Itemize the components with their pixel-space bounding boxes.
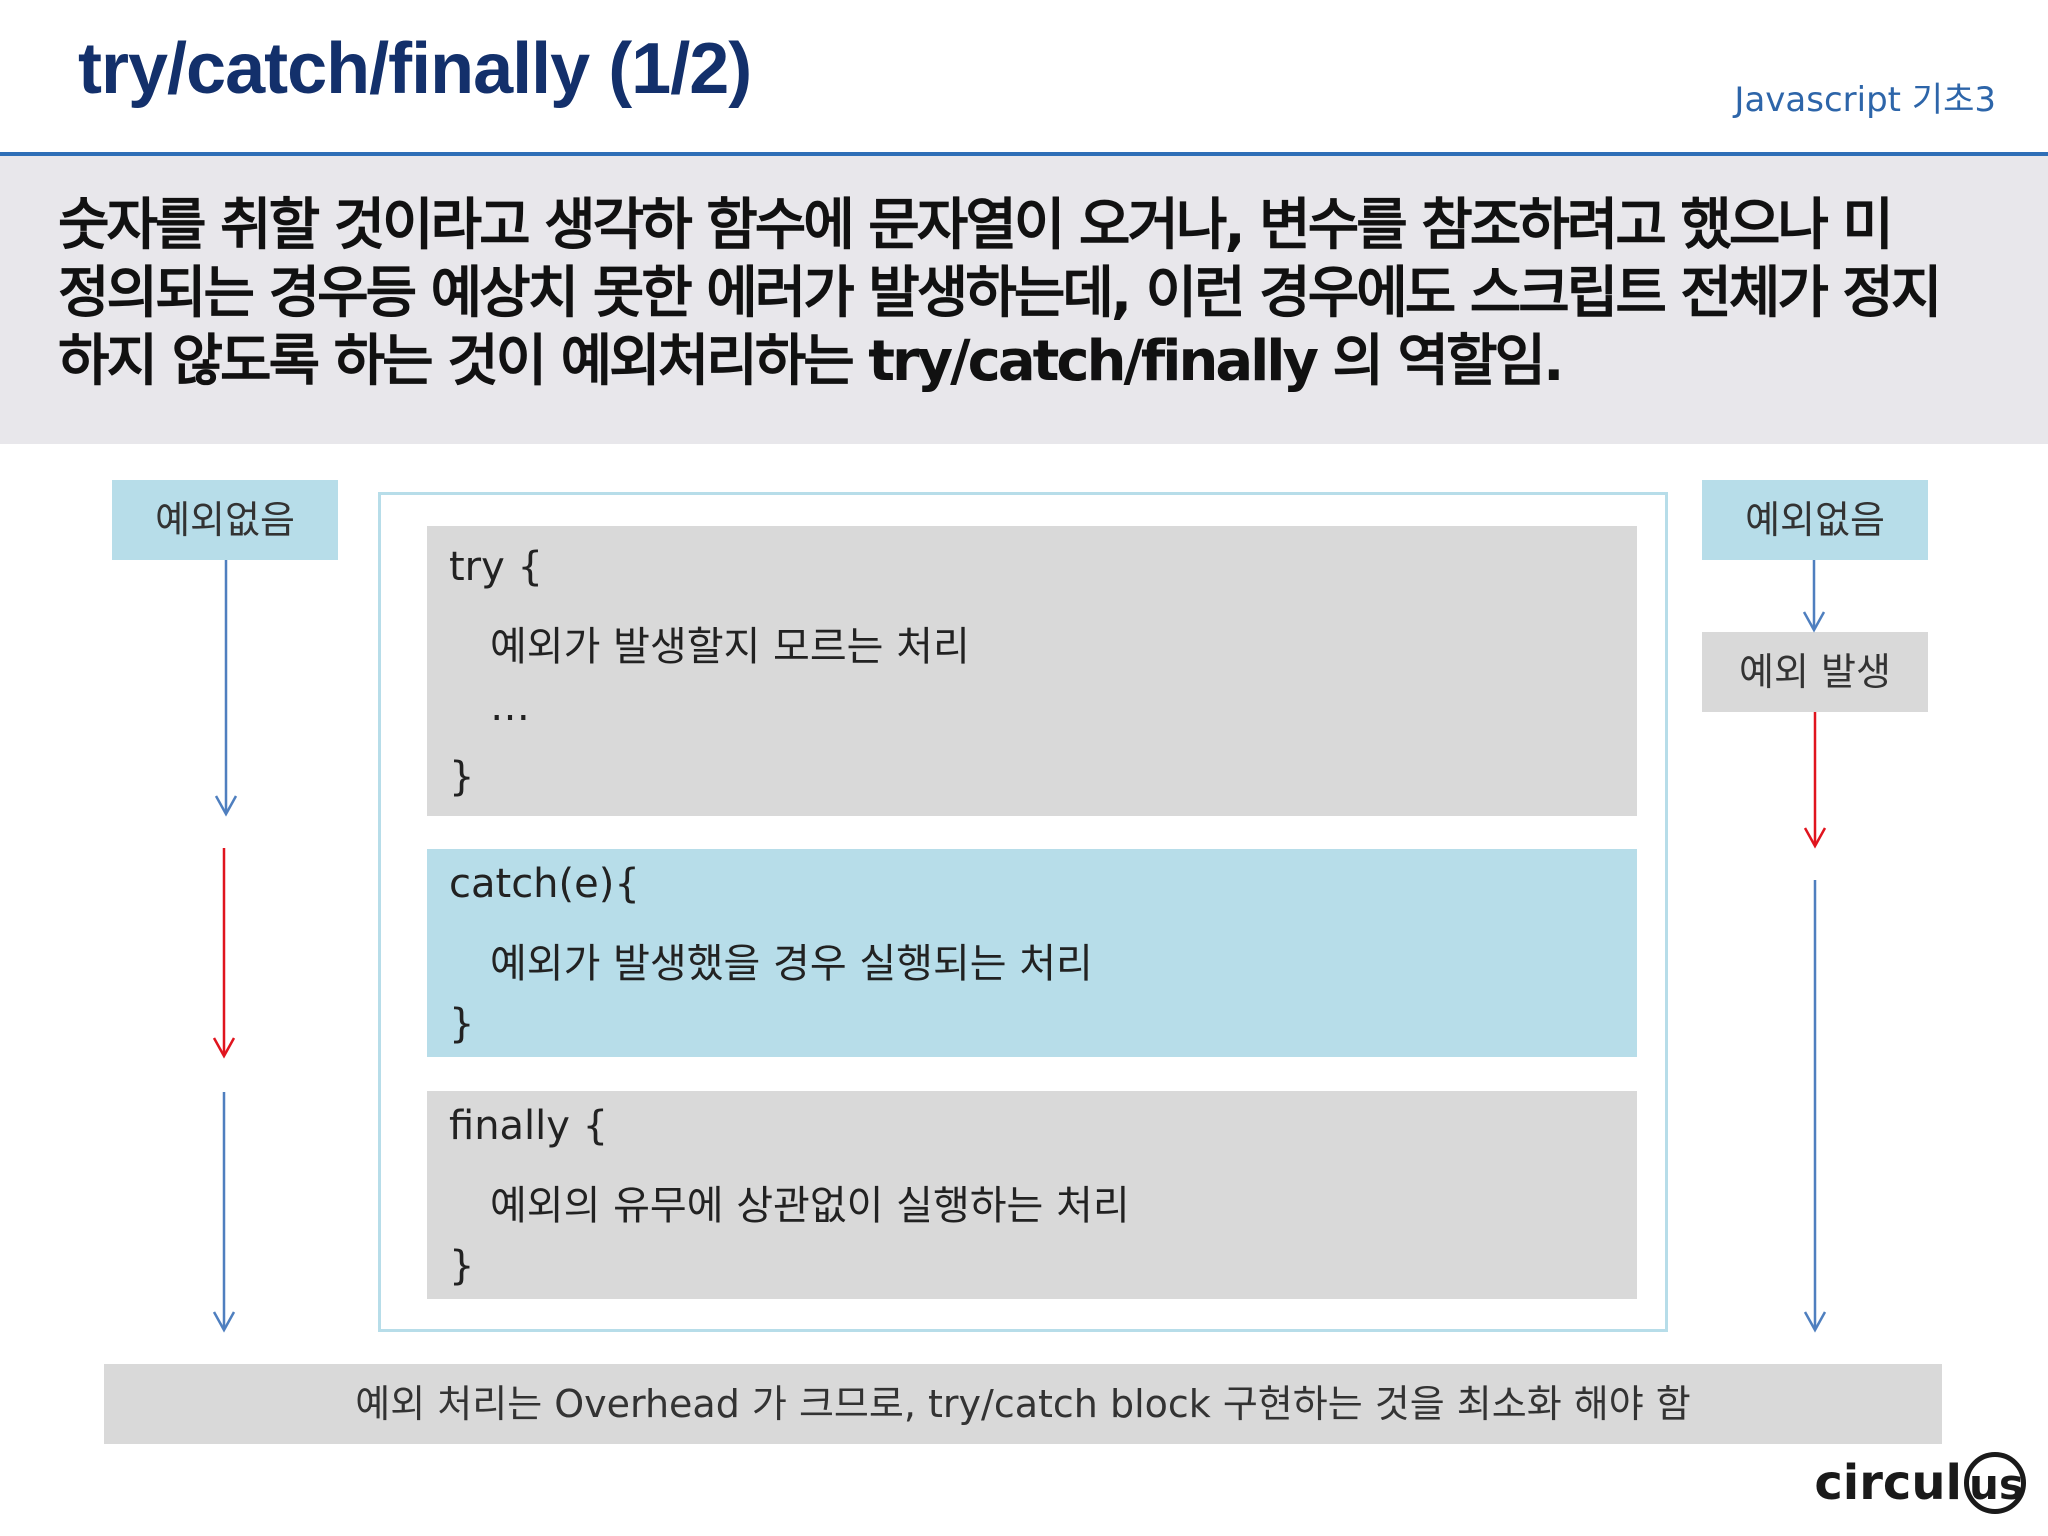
summary-line-1: 숫자를 취할 것이라고 생각하 함수에 문자열이 오거나, 변수를 참조하려고 … [58,193,1894,258]
summary-banner [0,156,2048,444]
deck-subtitle: Javascript 기초3 [1734,80,1996,120]
left-arrow-catch [212,848,236,1059]
summary-text: 숫자를 취할 것이라고 생각하 함수에 문자열이 오거나, 변수를 참조하려고 … [58,192,2008,396]
catch-close: } [449,1001,475,1047]
try-ellipsis: … [490,684,530,730]
right-arrow-finally [1803,880,1827,1333]
finally-body: 예외의 유무에 상관없이 실행하는 처리 [490,1183,1130,1229]
try-body: 예외가 발생할지 모르는 처리 [490,624,970,670]
page-title: try/catch/finally (1/2) [78,29,752,109]
catch-block: catch(e){ 예외가 발생했을 경우 실행되는 처리 } [427,849,1637,1057]
summary-line-2: 정의되는 경우등 예상치 못한 에러가 발생하는데, 이런 경우에도 스크립트 … [58,261,1942,326]
left-no-exception-label: 예외없음 [112,480,338,560]
code-frame [378,492,1668,1332]
finally-close: } [449,1243,475,1289]
try-block: try { 예외가 발생할지 모르는 처리 … } [427,526,1637,816]
logo-circle-text: us [1964,1452,2026,1514]
finally-block: finally { 예외의 유무에 상관없이 실행하는 처리 } [427,1091,1637,1299]
logo-text: circul [1814,1455,1962,1511]
right-no-exception-label: 예외없음 [1702,480,1928,560]
right-arrow-catch [1803,712,1827,849]
left-arrow-finally [212,1092,236,1333]
try-open: try { [449,544,543,590]
catch-body: 예외가 발생했을 경우 실행되는 처리 [490,941,1093,987]
exception-occurred-label: 예외 발생 [1702,632,1928,712]
summary-line-3: 하지 않도록 하는 것이 예외처리하는 try/catch/finally 의 … [58,329,1564,394]
right-arrow-to-exception [1802,560,1826,633]
finally-open: finally { [449,1103,609,1149]
header-divider [0,152,2048,156]
try-close: } [449,754,475,800]
catch-open: catch(e){ [449,861,640,907]
left-arrow-try [214,560,238,817]
footer-note: 예외 처리는 Overhead 가 크므로, try/catch block 구… [104,1364,1942,1444]
